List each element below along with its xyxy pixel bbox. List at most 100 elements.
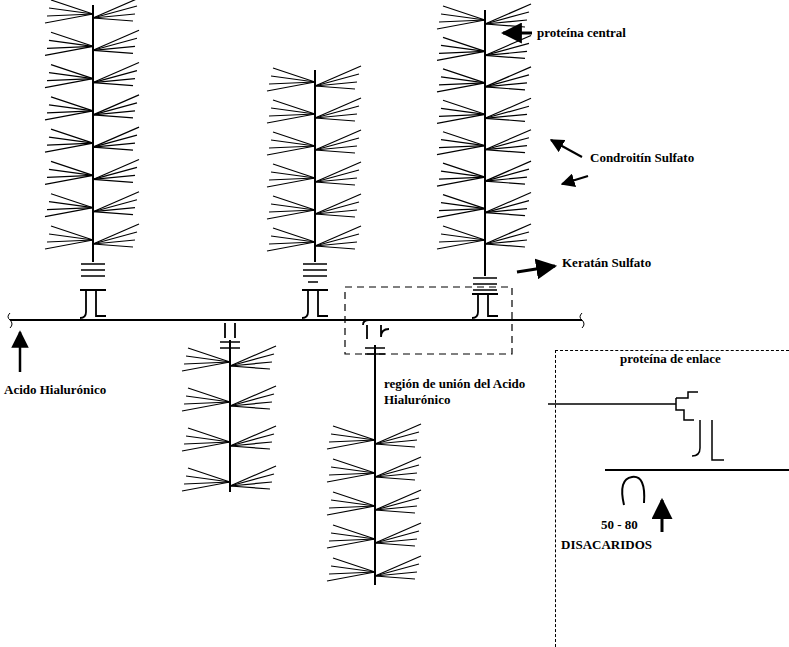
chain-stroke xyxy=(485,138,529,150)
part-label: región de unión del Acido Hialurónico xyxy=(384,376,532,407)
chain-stroke xyxy=(93,135,137,147)
chain-stroke xyxy=(375,531,419,543)
chain-stroke xyxy=(267,178,315,187)
chondroitin-chains xyxy=(45,0,531,581)
chain-stroke xyxy=(327,572,375,581)
chain-stroke xyxy=(437,177,485,186)
chain-stroke xyxy=(93,0,139,18)
chain-stroke xyxy=(93,71,137,83)
chain-stroke xyxy=(443,37,485,51)
chain-stroke xyxy=(93,83,133,86)
chain-stroke xyxy=(315,66,361,86)
chain-stroke xyxy=(375,444,415,447)
inset-label: DISACARIDOS xyxy=(561,537,652,553)
chain-stroke xyxy=(273,100,315,114)
chain-stroke xyxy=(315,146,357,150)
chain-stroke xyxy=(315,150,355,153)
chain-stroke xyxy=(375,572,417,576)
chain-stroke xyxy=(375,510,415,513)
chain-stroke xyxy=(315,162,361,182)
chain-stroke xyxy=(230,402,272,406)
chain-stroke xyxy=(375,473,417,477)
chain-stroke xyxy=(267,146,315,155)
chain-stroke xyxy=(315,242,357,246)
chain-stroke xyxy=(93,208,135,212)
chain-stroke xyxy=(271,108,315,114)
chain-stroke xyxy=(485,87,525,90)
chain-stroke xyxy=(273,68,315,82)
chain-stroke xyxy=(315,178,357,182)
chain-stroke xyxy=(315,114,357,118)
chain-stroke xyxy=(485,201,529,213)
chain-stroke xyxy=(485,51,527,55)
chain-stroke xyxy=(186,476,230,482)
chain-stroke xyxy=(441,203,485,209)
chain-stroke xyxy=(51,129,93,143)
chain-stroke xyxy=(485,55,525,58)
chain-stroke xyxy=(485,12,529,24)
chain-stroke xyxy=(93,38,137,50)
chain-stroke xyxy=(315,86,355,89)
inset-panel: proteína de enlace50 - 80DISACARIDOS xyxy=(555,350,789,647)
chain-stroke xyxy=(273,132,315,146)
chain-stroke xyxy=(333,525,375,539)
keratan-sulfate xyxy=(81,264,497,354)
chain-stroke xyxy=(93,111,135,115)
chain-stroke xyxy=(437,114,485,123)
chain-stroke xyxy=(375,556,421,576)
chain-stroke xyxy=(315,118,355,121)
chain-stroke xyxy=(485,177,527,181)
chain-stroke xyxy=(182,362,230,371)
chain-stroke xyxy=(315,182,355,185)
chain-stroke xyxy=(182,442,230,451)
inset-label: 50 - 80 xyxy=(601,517,638,533)
chain-stroke xyxy=(315,82,357,86)
chain-stroke xyxy=(45,143,93,152)
chain-stroke xyxy=(93,212,133,215)
part-label: proteína central xyxy=(537,25,626,41)
chain-stroke xyxy=(485,24,525,27)
chain-stroke xyxy=(375,490,421,510)
chain-stroke xyxy=(441,45,485,51)
chain-stroke xyxy=(49,169,93,175)
chain-stroke xyxy=(273,228,315,242)
chain-stroke xyxy=(51,65,93,79)
chain-stroke xyxy=(186,396,230,402)
chain-stroke xyxy=(45,240,93,249)
chain-stroke xyxy=(485,232,529,244)
chain-stroke xyxy=(271,236,315,242)
chain-stroke xyxy=(375,523,421,543)
chain-stroke xyxy=(93,224,139,244)
chain-stroke xyxy=(485,20,527,24)
chain-stroke xyxy=(230,466,276,486)
chain-stroke xyxy=(45,46,93,55)
chain-stroke xyxy=(315,98,361,118)
chain-stroke xyxy=(267,114,315,123)
chain-stroke xyxy=(437,51,485,60)
chain-stroke xyxy=(230,366,270,369)
chain-stroke xyxy=(93,46,135,50)
chain-stroke xyxy=(441,77,485,83)
chain-stroke xyxy=(485,161,531,181)
chain-stroke xyxy=(230,346,276,366)
chain-stroke xyxy=(315,74,359,86)
chain-stroke xyxy=(230,394,274,406)
chain-stroke xyxy=(443,69,485,83)
chain-stroke xyxy=(441,171,485,177)
chain-stroke xyxy=(186,436,230,442)
chain-stroke xyxy=(49,234,93,240)
chain-stroke xyxy=(93,232,137,244)
chain-stroke xyxy=(182,402,230,411)
chain-stroke xyxy=(93,63,139,83)
chain-stroke xyxy=(267,242,315,251)
chain-stroke xyxy=(188,388,230,402)
chain-stroke xyxy=(273,196,315,210)
chain-stroke xyxy=(485,98,531,118)
chain-stroke xyxy=(49,73,93,79)
chain-stroke xyxy=(485,114,527,118)
chain-stroke xyxy=(485,213,525,216)
chain-stroke xyxy=(333,558,375,572)
chain-stroke xyxy=(230,434,274,446)
chain-stroke xyxy=(441,108,485,114)
chain-stroke xyxy=(93,147,133,150)
